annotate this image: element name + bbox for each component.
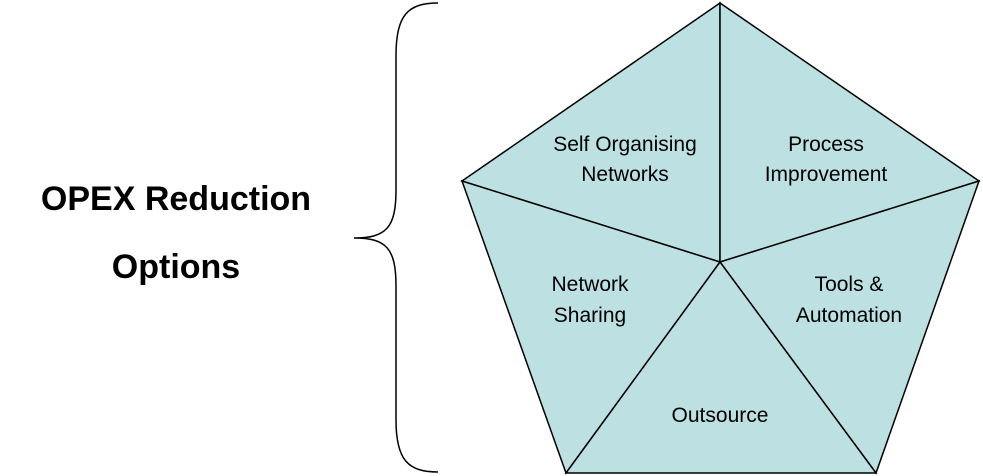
label-process-improvement-line-1: Process xyxy=(788,133,864,156)
title-line-1: OPEX Reduction xyxy=(41,180,311,218)
segment-outsource xyxy=(564,260,878,474)
label-network-sharing-line-1: Network xyxy=(551,273,629,296)
label-tools-automation-line-1: Tools & xyxy=(815,273,884,296)
title-line-2: Options xyxy=(112,248,240,286)
label-tools-automation-line-2: Automation xyxy=(796,304,902,327)
segment-labels: Self Organising Networks Process Improve… xyxy=(551,133,902,427)
diagram-title: OPEX Reduction Options xyxy=(41,180,311,286)
curly-brace xyxy=(353,2,439,473)
label-self-organising-line-1: Self Organising xyxy=(553,133,697,156)
label-outsource: Outsource xyxy=(672,404,769,427)
pentagon xyxy=(460,1,981,475)
label-network-sharing-line-2: Sharing xyxy=(554,304,626,327)
label-process-improvement-line-2: Improvement xyxy=(765,163,888,186)
label-self-organising-line-2: Networks xyxy=(581,163,669,186)
